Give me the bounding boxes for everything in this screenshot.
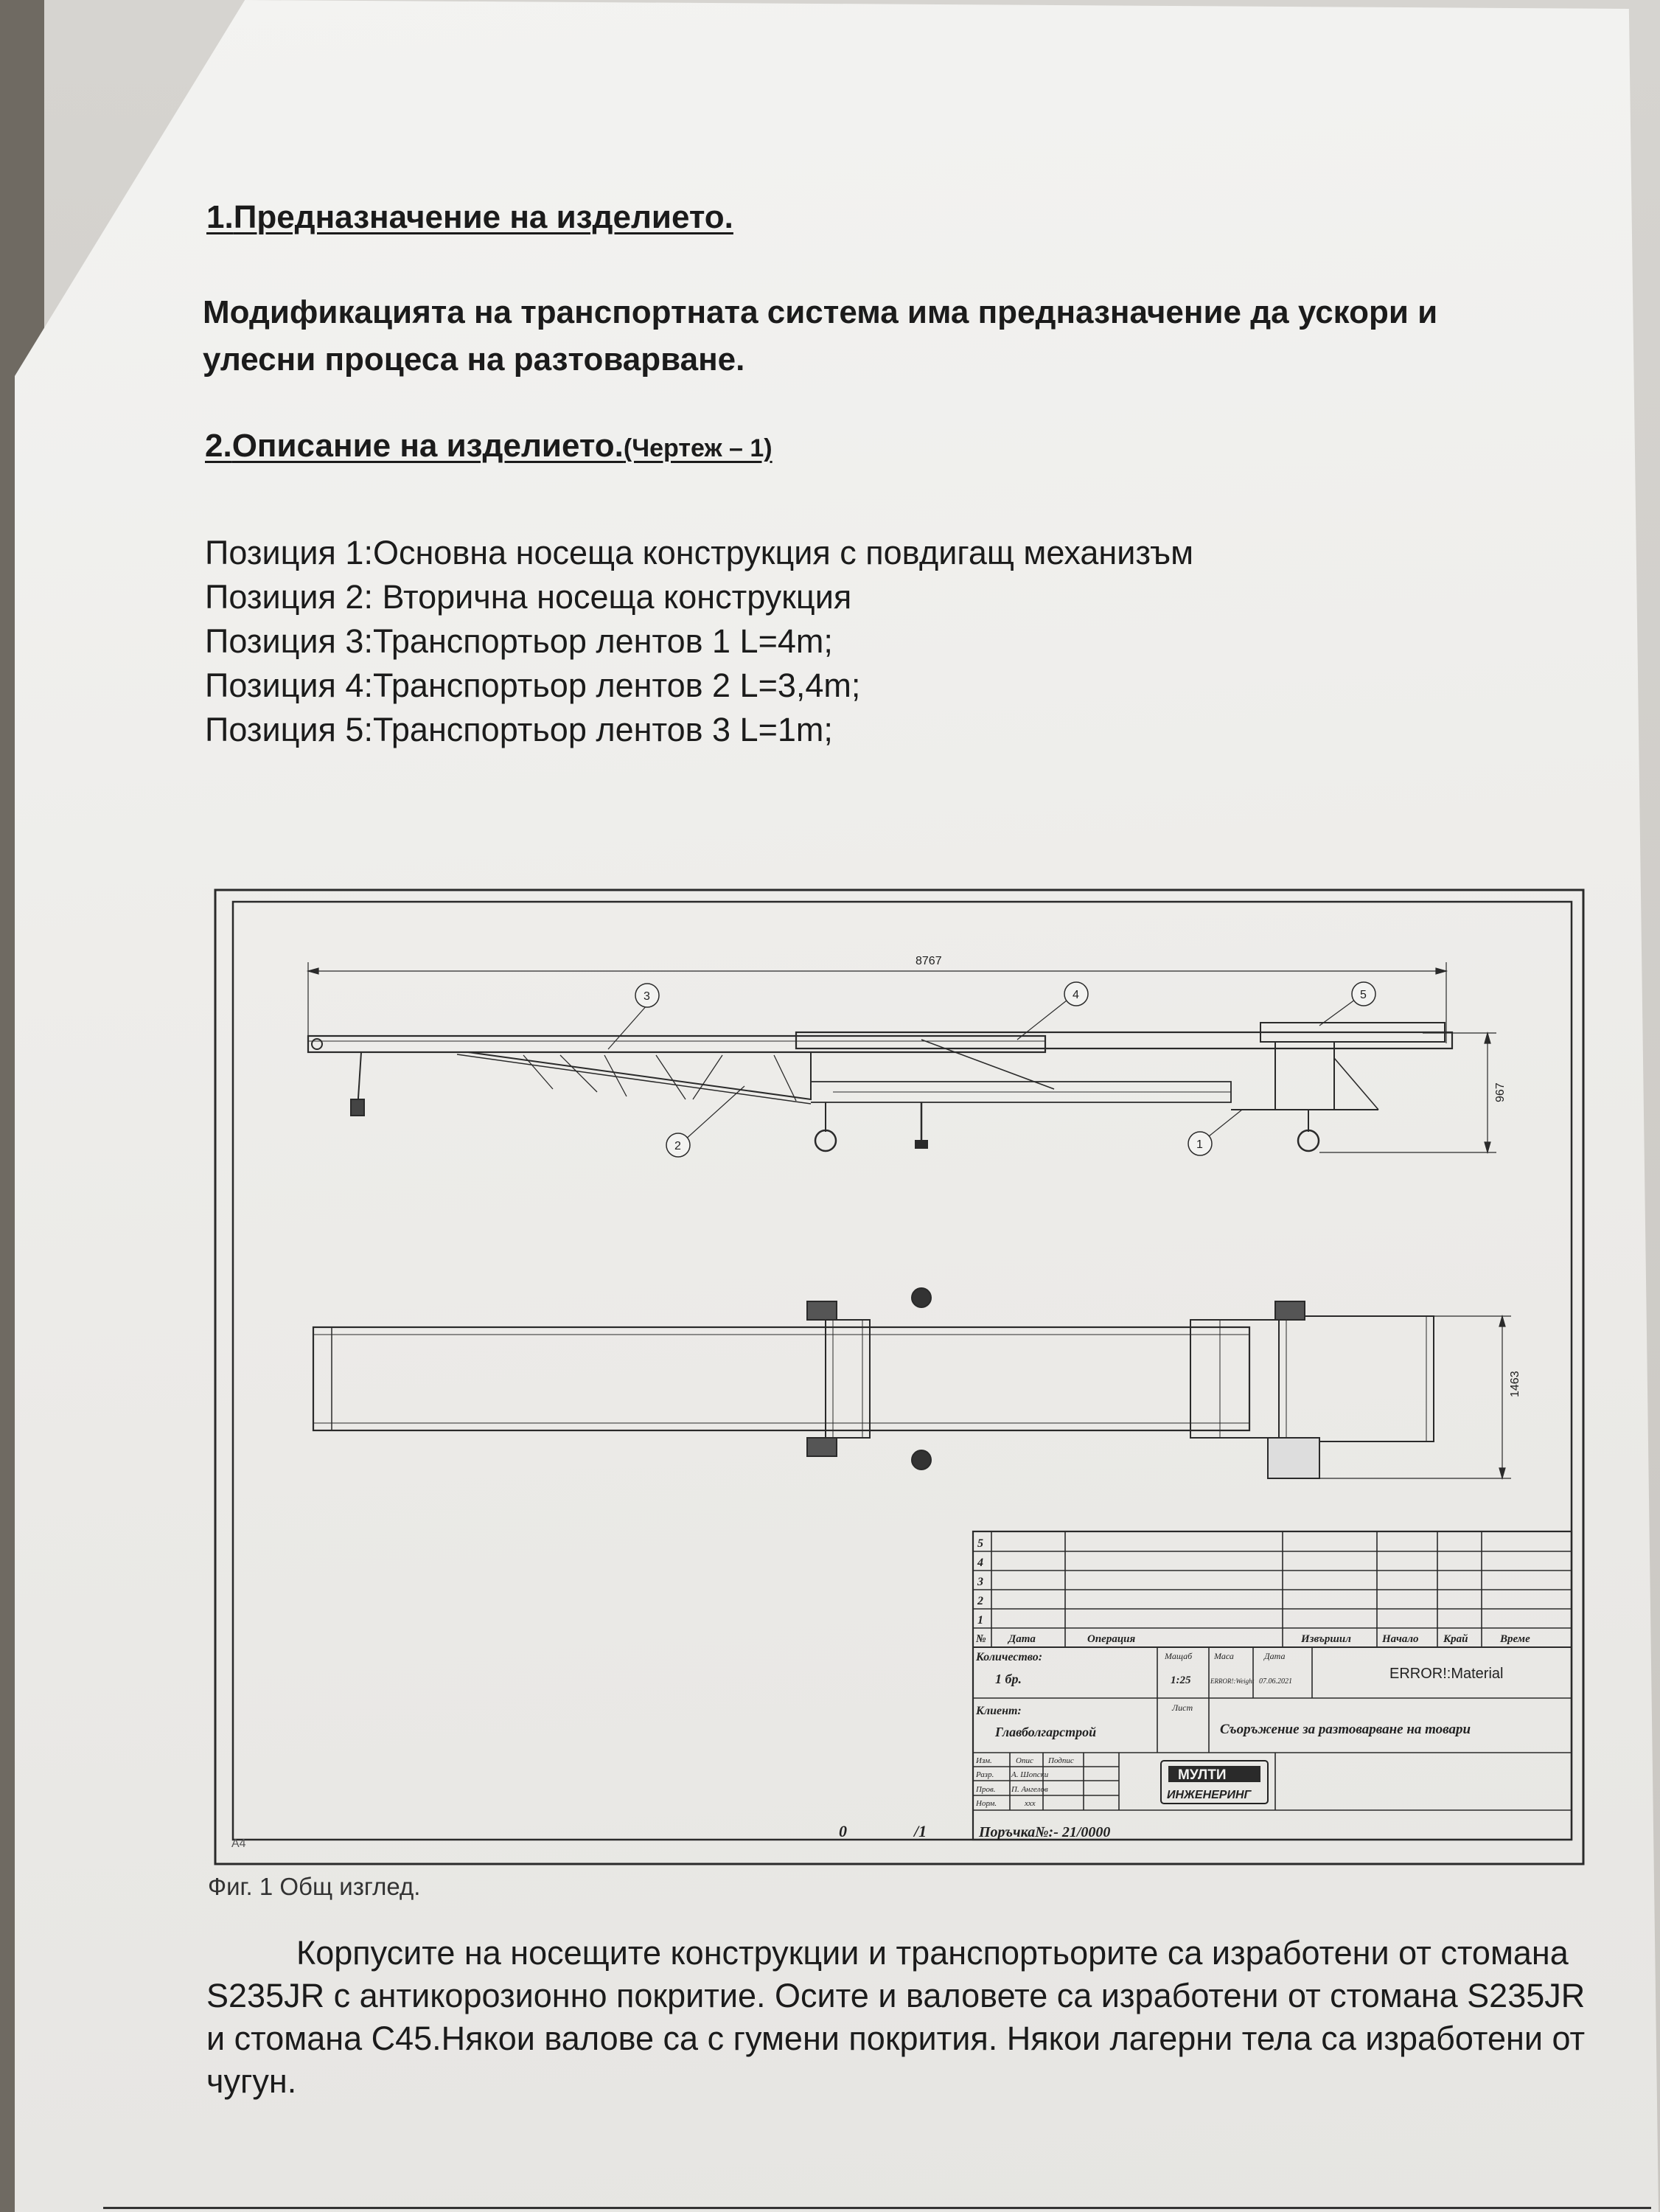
people-header-change: Изм. [975, 1756, 992, 1765]
order-number: Поръчка№:- 21/0000 [978, 1824, 1110, 1840]
technical-drawing: A4 8767 [214, 888, 1585, 1865]
rev-row-4: 4 [977, 1557, 983, 1569]
balloon-1: 1 [1188, 1109, 1243, 1156]
rev-header-operation: Операция [1087, 1633, 1136, 1645]
drawing-inner-frame [231, 900, 1573, 1841]
purpose-paragraph: Модификацията на транспортната система и… [203, 294, 1438, 378]
rev-header-date: Дата [1007, 1633, 1036, 1645]
position-item: Позиция 5:Транспортьор лентов 3 L=1m; [205, 711, 833, 748]
rev-header-end: Край [1443, 1633, 1468, 1645]
length-dimension [306, 962, 1448, 1043]
logo-line-1: МУЛТИ [1178, 1767, 1227, 1783]
format-mark: A4 [231, 1837, 246, 1850]
mass-value: ERROR!:Weight [1210, 1677, 1255, 1685]
width-dimension-label: 1463 [1509, 1371, 1521, 1397]
position-item: Позиция 1:Основна носеща конструкция с п… [205, 534, 1194, 571]
position-item: Позиция 4:Транспортьор лентов 2 L=3,4m; [205, 667, 861, 704]
top-view [312, 1287, 1434, 1479]
document-page: 1.Предназначение на изделието. Модификац… [15, 0, 1659, 2212]
qty-label: Количество: [975, 1651, 1042, 1663]
rev-header-no: № [975, 1633, 986, 1645]
date-label: Дата [1263, 1651, 1285, 1661]
scale-value: 1:25 [1171, 1674, 1191, 1686]
svg-text:1: 1 [1196, 1138, 1203, 1151]
role-checked: Пров. [975, 1785, 995, 1794]
balloon-5: 5 [1319, 981, 1376, 1026]
balloon-3: 3 [607, 983, 660, 1050]
qty-value: 1 бр. [995, 1672, 1022, 1686]
rev-header-time: Време [1499, 1633, 1530, 1645]
side-view [307, 1022, 1454, 1152]
role-designed: Разр. [975, 1770, 994, 1779]
people-header-sign: Подпис [1047, 1756, 1074, 1765]
client-value: Главболгарстрой [994, 1725, 1096, 1739]
sheet-total: /1 [913, 1822, 927, 1840]
rev-row-5: 5 [977, 1537, 983, 1550]
rev-header-done-by: Извършил [1300, 1633, 1351, 1645]
figure-caption: Фиг. 1 Общ изглед. [208, 1873, 421, 1900]
name-checked: П. Ангелов [1011, 1785, 1048, 1794]
name-designed: А. Шопски [1011, 1770, 1049, 1779]
width-dimension [1319, 1314, 1511, 1481]
balloon-2: 2 [666, 1085, 745, 1158]
people-header-desc: Опис [1016, 1756, 1033, 1765]
drawing-title: Съоръжение за разтоварване на товари [1220, 1722, 1471, 1737]
position-item: Позиция 2: Вторична носеща конструкция [205, 578, 852, 616]
drawing-outer-frame [214, 888, 1585, 1865]
rev-header-start: Начало [1381, 1633, 1419, 1645]
title-block [972, 1530, 1573, 1841]
height-dimension [1319, 1031, 1496, 1155]
svg-text:3: 3 [644, 990, 650, 1003]
sheet-number: 0 [839, 1822, 847, 1840]
positions-list: Позиция 1:Основна носеща конструкция с п… [205, 531, 1193, 752]
position-item: Позиция 3:Транспортьор лентов 1 L=4m; [205, 622, 833, 660]
title-block-text: 5 4 3 2 1 № Дата Операция Извършил Начал… [839, 1537, 1530, 1840]
svg-text:4: 4 [1073, 989, 1079, 1001]
sheet-label: Лист [1171, 1703, 1193, 1713]
balloon-4: 4 [1016, 981, 1089, 1040]
role-norm: Норм. [975, 1799, 997, 1808]
rev-row-3: 3 [977, 1576, 983, 1588]
materials-paragraph: Корпусите на носещите конструкции и тран… [206, 1934, 1586, 2100]
company-logo: МУЛТИ ИНЖЕНЕРИНГ [1160, 1760, 1269, 1804]
svg-text:2: 2 [674, 1140, 681, 1152]
material-field: ERROR!:Material [1389, 1666, 1503, 1682]
rev-row-1: 1 [977, 1614, 983, 1627]
mass-label: Маса [1213, 1651, 1234, 1661]
date-value: 07.06.2021 [1259, 1677, 1292, 1686]
rev-row-2: 2 [977, 1595, 983, 1607]
name-norm: xxx [1024, 1799, 1036, 1808]
page-bottom-rule [103, 2207, 1651, 2209]
client-label: Клиент: [975, 1705, 1022, 1717]
scale-label: Мащаб [1164, 1651, 1193, 1661]
logo-line-2: ИНЖЕНЕРИНГ [1167, 1789, 1252, 1801]
svg-text:5: 5 [1360, 989, 1367, 1001]
height-dimension-label: 967 [1494, 1082, 1507, 1102]
section-2-heading: 2.Описание на изделието.(Чертеж – 1) [205, 428, 773, 464]
section-1-heading: 1.Предназначение на изделието. [206, 199, 733, 235]
length-dimension-label: 8767 [916, 955, 942, 967]
